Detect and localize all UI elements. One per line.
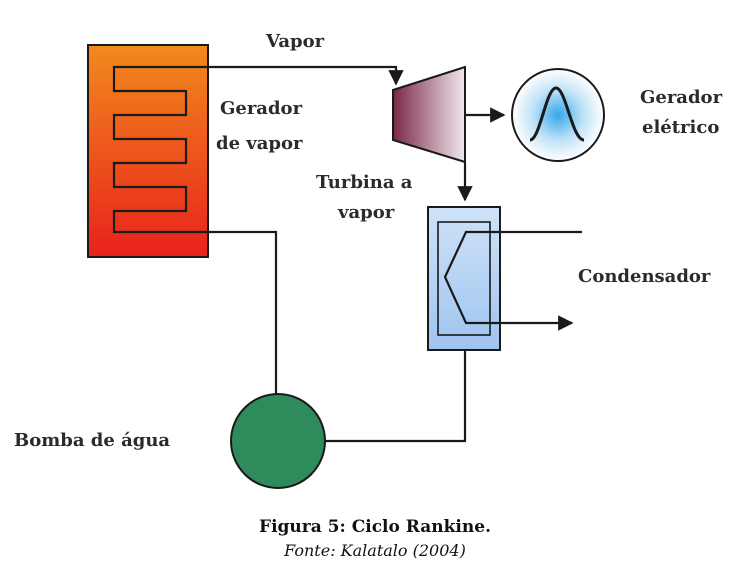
label-electric-generator-line1: Gerador (640, 87, 723, 108)
figure-caption: Figura 5: Ciclo Rankine. (259, 517, 491, 537)
water-pump (230, 393, 326, 489)
steam-line (208, 65, 404, 86)
label-steam-generator-line1: Gerador (220, 98, 303, 119)
generator-body (511, 68, 605, 162)
electric-generator (511, 68, 605, 162)
label-steam-generator-line2: de vapor (216, 133, 303, 154)
boiler-body (87, 44, 209, 258)
boiler (87, 44, 278, 397)
label-turbine-line2: vapor (337, 202, 395, 223)
label-vapor: Vapor (265, 31, 325, 52)
label-water-pump: Bomba de água (14, 430, 170, 451)
boiler-coil (112, 65, 278, 397)
turbine (392, 65, 466, 164)
condenser (427, 206, 582, 351)
label-turbine-line1: Turbina a (316, 172, 413, 193)
sine-wave-icon (529, 86, 585, 142)
label-condenser: Condensador (578, 266, 711, 287)
label-electric-generator-line2: elétrico (642, 117, 719, 138)
cooling-water-coil (443, 230, 582, 331)
figure-source: Fonte: Kalatalo (2004) (283, 541, 466, 560)
condensate-line (325, 350, 467, 443)
condenser-inner (437, 221, 491, 336)
